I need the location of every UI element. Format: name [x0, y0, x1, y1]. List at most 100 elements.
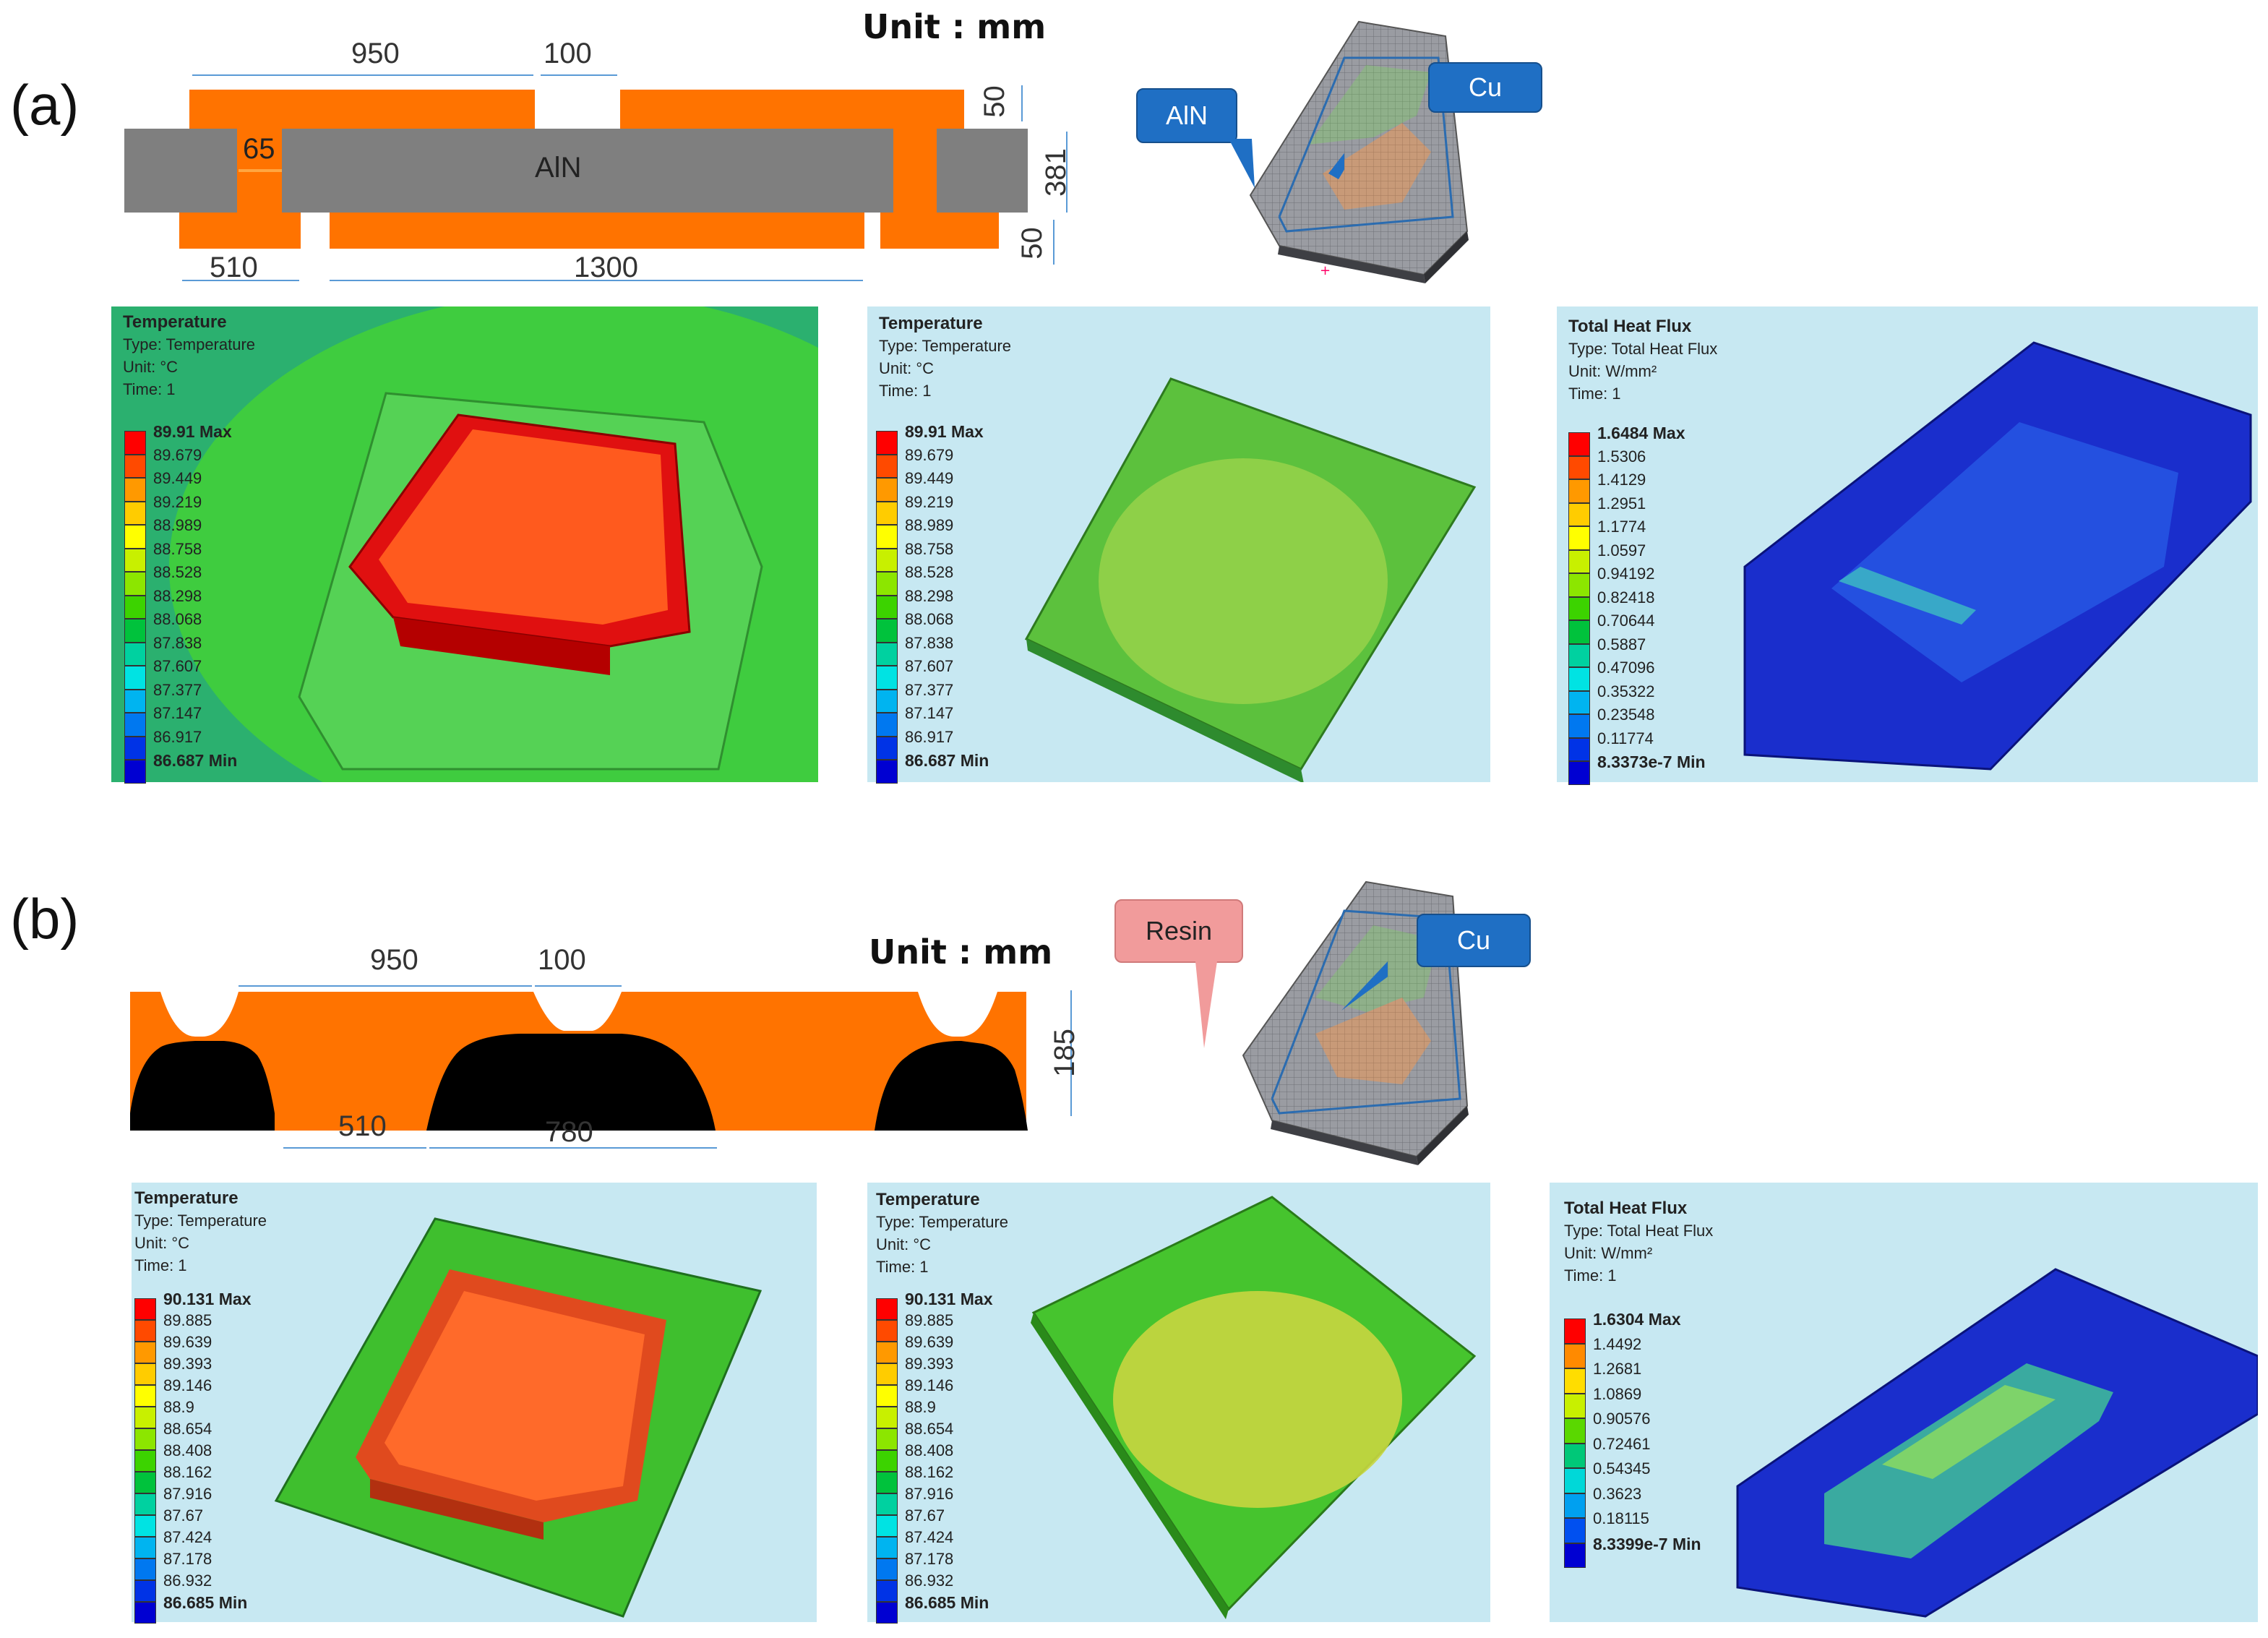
legend-value: 88.989 — [905, 516, 954, 534]
legend-swatch — [876, 1493, 898, 1515]
legend-swatch — [1568, 737, 1590, 761]
callout-pointers-b — [1195, 961, 1388, 1048]
legend-value: 88.9 — [905, 1398, 936, 1416]
legend-swatch — [1568, 526, 1590, 550]
sim-header-unit: Unit: °C — [876, 1235, 932, 1253]
legend-swatch — [134, 1537, 156, 1558]
sim-header-time: Time: 1 — [1568, 385, 1621, 403]
legend-swatch — [876, 454, 898, 478]
dim-1300: 1300 — [574, 252, 638, 283]
dim-b-950: 950 — [370, 944, 418, 976]
legend-value: 86.932 — [905, 1571, 954, 1590]
legend-value: 87.147 — [905, 704, 954, 722]
legend-swatch — [1564, 1468, 1586, 1493]
callout-aln: AlN — [1136, 88, 1237, 143]
legend-swatch — [124, 525, 146, 549]
dim-100: 100 — [544, 38, 592, 69]
legend-value: 0.3623 — [1593, 1484, 1642, 1503]
legend-swatch — [134, 1385, 156, 1407]
legend-value: 1.5306 — [1597, 447, 1646, 466]
legend-value: 86.917 — [905, 727, 954, 746]
legend-swatch — [1568, 714, 1590, 738]
legend-swatch — [876, 572, 898, 596]
legend-value: 89.146 — [905, 1376, 954, 1394]
legend-swatch — [134, 1363, 156, 1385]
legend-swatch — [876, 1450, 898, 1472]
sim-header-title: Total Heat Flux — [1568, 317, 1692, 336]
legend-value: 1.0597 — [1597, 541, 1646, 559]
legend-value: 0.47096 — [1597, 659, 1655, 677]
legend-swatch — [1568, 573, 1590, 597]
legend-value: 89.219 — [153, 492, 202, 511]
sim-a2-temperature — [867, 306, 1490, 782]
legend-value: 87.178 — [163, 1550, 212, 1568]
legend-swatch — [1568, 761, 1590, 785]
legend-swatch — [124, 689, 146, 713]
legend-swatch — [134, 1407, 156, 1428]
legend-swatch — [124, 572, 146, 596]
copper-bottom-center — [330, 213, 864, 249]
legend-value: 88.068 — [153, 610, 202, 628]
legend-value: 1.2681 — [1593, 1360, 1642, 1378]
legend-value: 89.639 — [163, 1333, 212, 1351]
legend-swatch — [134, 1493, 156, 1515]
copper-top-left — [189, 90, 535, 129]
legend-value: 0.72461 — [1593, 1434, 1651, 1453]
legend-swatch — [124, 760, 146, 784]
legend-swatch — [876, 619, 898, 643]
legend-value: 87.916 — [163, 1485, 212, 1503]
legend-swatch — [876, 548, 898, 572]
legend-swatch — [134, 1298, 156, 1320]
legend-value: 0.90576 — [1593, 1410, 1651, 1428]
legend-value: 0.35322 — [1597, 682, 1655, 700]
legend-value: 89.91 Max — [153, 422, 232, 441]
legend-swatch — [876, 1472, 898, 1493]
legend-swatch — [134, 1602, 156, 1624]
dim-50-top: 50 — [978, 85, 1010, 118]
panel-a-unit: Unit : mm — [862, 7, 1047, 46]
copper-top-right — [620, 90, 964, 129]
sim-header-title: Temperature — [876, 1190, 980, 1209]
legend-swatch — [124, 666, 146, 690]
sim-header-title: Temperature — [879, 314, 983, 333]
sim-header-time: Time: 1 — [123, 380, 176, 398]
legend-value: 89.885 — [905, 1311, 954, 1329]
dim-950: 950 — [351, 38, 400, 69]
legend-value: 88.758 — [153, 539, 202, 558]
legend-swatch — [1568, 502, 1590, 526]
legend-swatch — [1564, 1493, 1586, 1518]
legend-swatch — [134, 1450, 156, 1472]
legend-swatch — [876, 1298, 898, 1320]
panel-a-label: (a) — [10, 73, 80, 137]
legend-value: 89.393 — [905, 1355, 954, 1373]
legend-swatch — [124, 454, 146, 478]
legend-swatch — [1568, 432, 1590, 456]
legend-swatch — [876, 1342, 898, 1363]
legend-swatch — [1564, 1343, 1586, 1368]
legend-swatch — [1568, 643, 1590, 667]
dimension-lines-a — [182, 74, 1068, 281]
legend-swatch — [1564, 1418, 1586, 1444]
legend-swatch — [124, 713, 146, 737]
sim-header-type: Type: Temperature — [879, 337, 1012, 355]
sim-a3-heat-flux — [1557, 306, 2258, 782]
legend-value: 88.528 — [153, 563, 202, 581]
sim-header-unit: Unit: °C — [879, 359, 935, 377]
dim-b-780: 780 — [545, 1116, 593, 1148]
legend-value: 1.6484 Max — [1597, 424, 1685, 442]
callout-cu-a: Cu — [1428, 62, 1542, 113]
legend-swatch — [876, 595, 898, 619]
legend-value: 87.67 — [163, 1506, 204, 1525]
legend-value: 87.838 — [153, 633, 202, 652]
legend-swatch — [876, 1580, 898, 1602]
sim-b3-heat-flux — [1550, 1183, 2258, 1622]
legend-swatch — [1564, 1368, 1586, 1394]
legend-value: 86.687 Min — [153, 751, 238, 770]
legend-value: 87.67 — [905, 1506, 945, 1525]
legend-value: 87.916 — [905, 1485, 954, 1503]
cross-section-b — [130, 992, 1028, 1131]
